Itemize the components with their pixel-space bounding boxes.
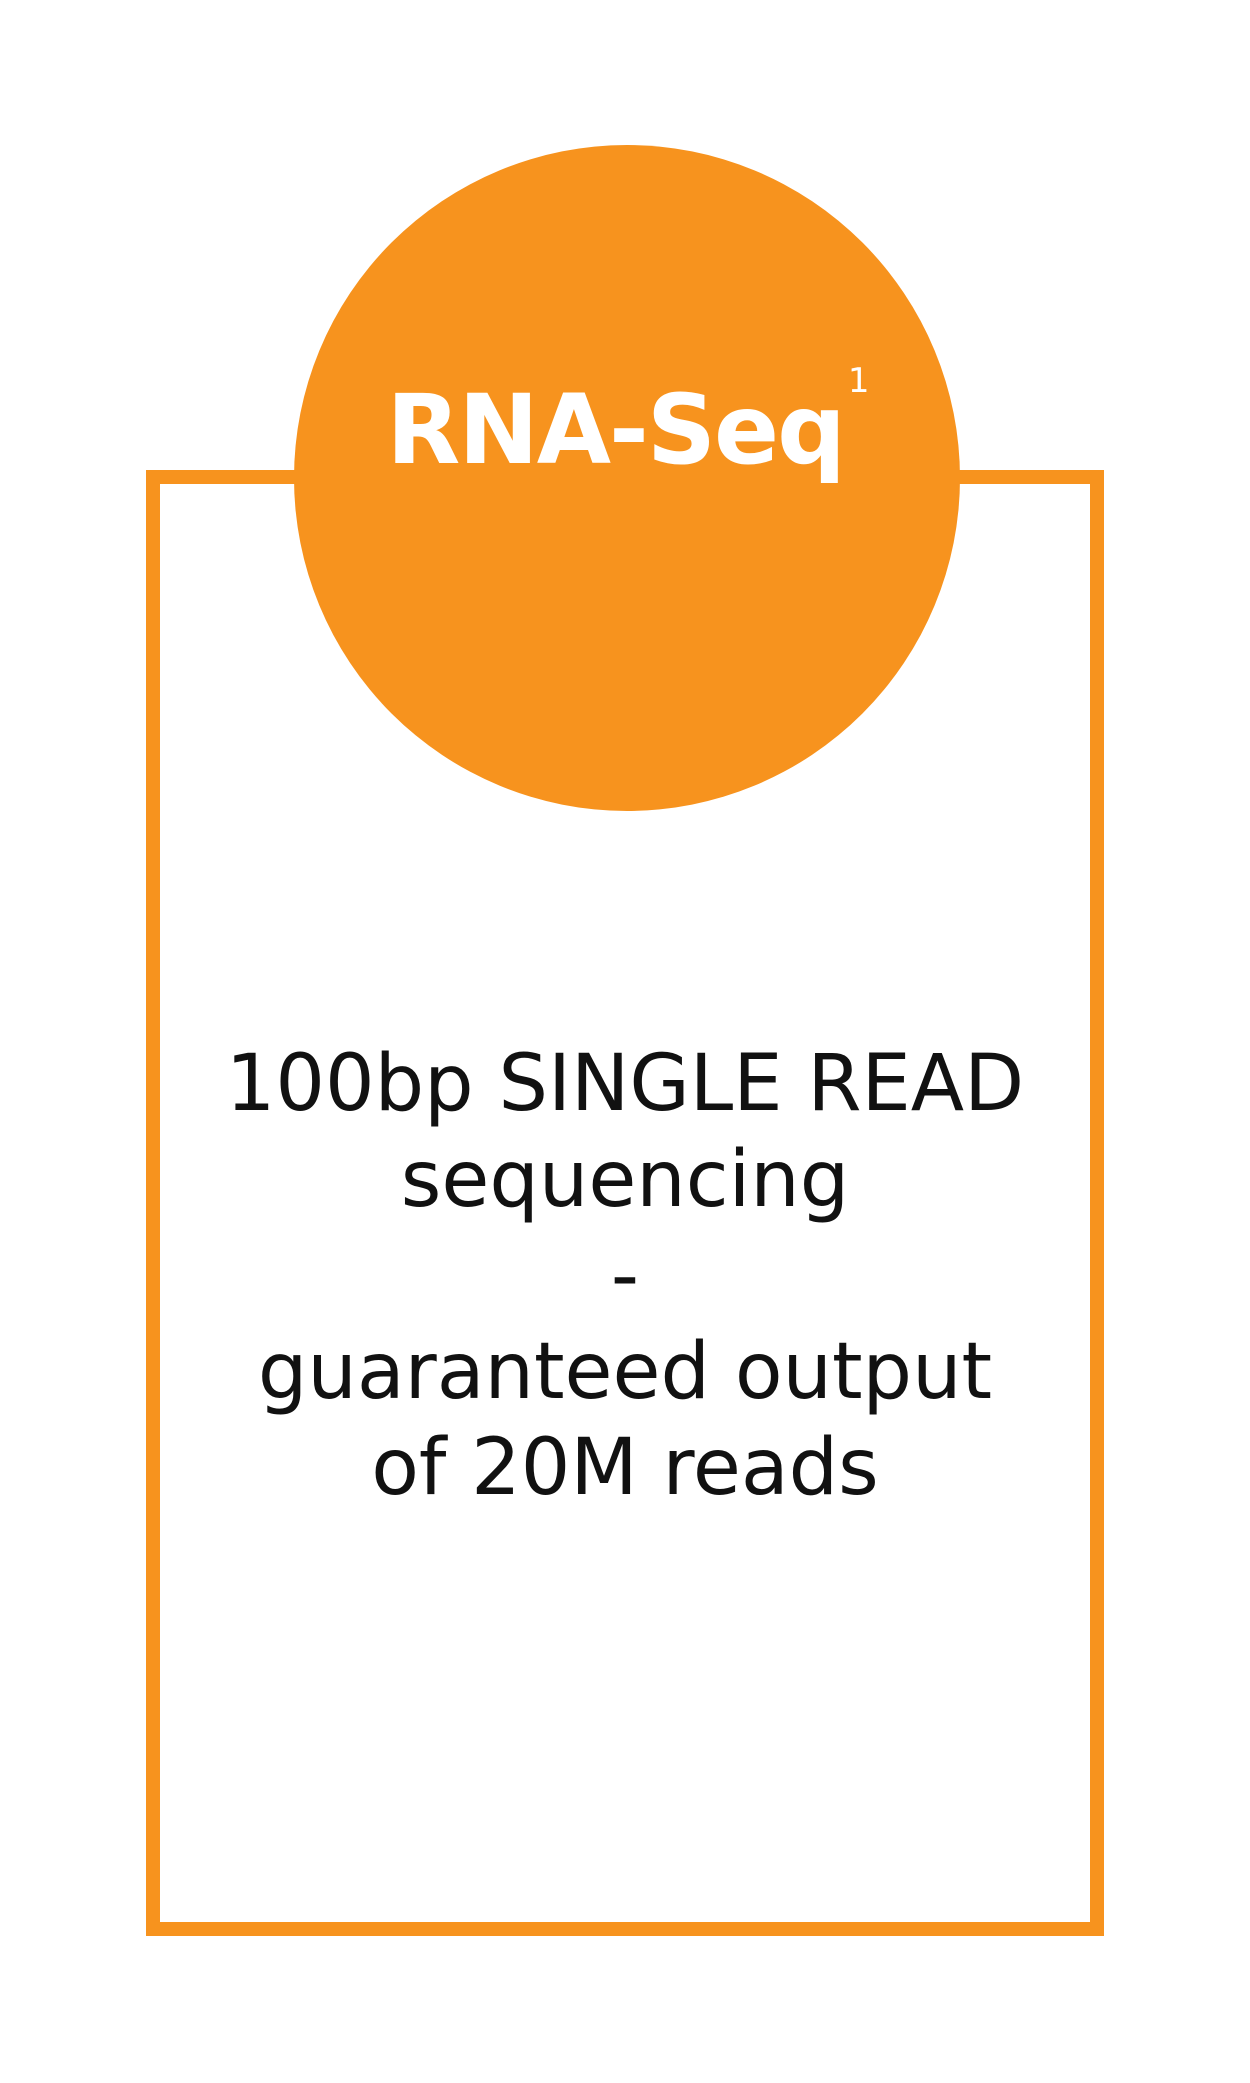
description-line-sequencing: sequencing [400,1135,850,1225]
description-line-read-length: 100bp SINGLE READ [225,1039,1025,1129]
description-separator: - [610,1231,640,1321]
footnote-marker: 1 [847,361,870,401]
description-line-guarantee: guaranteed output [257,1327,993,1417]
description-line-read-count: of 20M reads [371,1423,879,1513]
service-description: 100bp SINGLE READ sequencing - guarantee… [146,1036,1104,1516]
service-title-text: RNA-Seq [386,374,845,486]
